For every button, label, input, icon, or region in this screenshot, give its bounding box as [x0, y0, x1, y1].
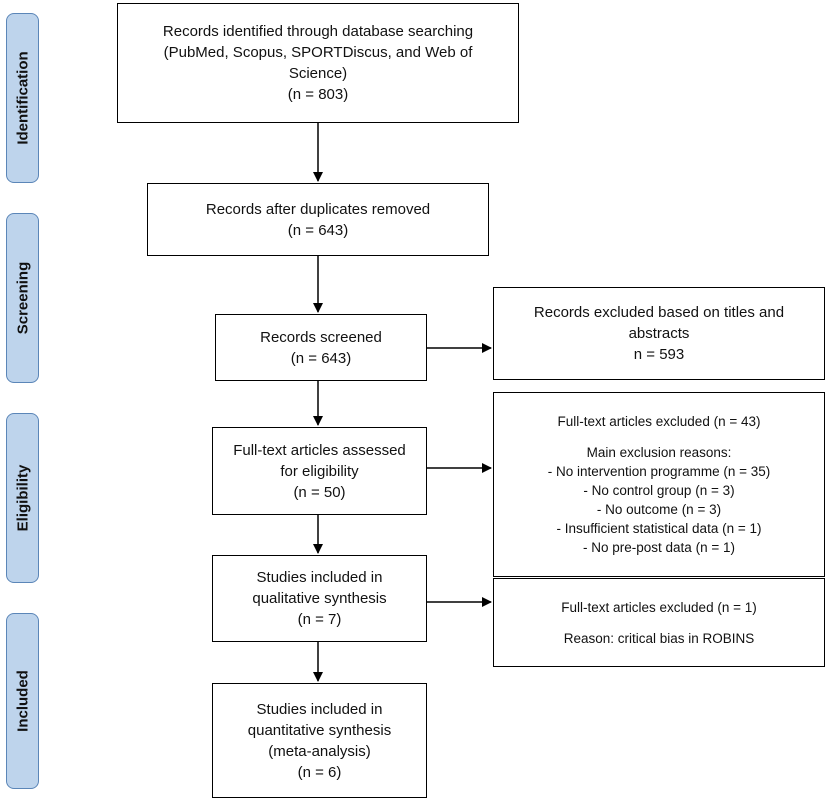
exclusion-reason-item: - No intervention programme (n = 35) — [547, 464, 771, 479]
excluded-titles-line-2: abstracts — [628, 325, 690, 342]
fulltext-excluded-header: Full-text articles excluded (n = 43) — [557, 414, 761, 429]
duplicates-removed-count: (n = 643) — [287, 221, 349, 239]
box-records-excluded-titles: Records excluded based on titles and abs… — [493, 287, 825, 380]
phase-screening: Screening — [6, 213, 39, 383]
fulltext-assessed-count: (n = 50) — [293, 483, 346, 501]
fulltext-assessed-line-1: Full-text articles assessed — [233, 441, 406, 459]
records-identified-line-2: (PubMed, Scopus, SPORTDiscus, and Web of — [163, 44, 473, 61]
box-fulltext-assessed: Full-text articles assessed for eligibil… — [212, 427, 427, 515]
quantitative-line-3: (meta-analysis) — [268, 742, 371, 760]
exclusion-reason-item: - No pre-post data (n = 1) — [583, 540, 735, 555]
quantitative-count: (n = 6) — [297, 763, 342, 781]
box-fulltext-excluded: Full-text articles excluded (n = 43) Mai… — [493, 392, 825, 577]
box-records-screened: Records screened (n = 643) — [215, 314, 427, 381]
phase-included: Included — [6, 613, 39, 789]
records-screened-count: (n = 643) — [290, 349, 352, 367]
duplicates-removed-label: Records after duplicates removed — [205, 200, 431, 218]
records-identified-line-3: Science) — [288, 65, 348, 82]
box-quantitative-synthesis: Studies included in quantitative synthes… — [212, 683, 427, 798]
records-identified-line-1: Records identified through database sear… — [162, 23, 474, 40]
qualitative-count: (n = 7) — [297, 611, 342, 628]
bias-excluded-header: Full-text articles excluded (n = 1) — [561, 599, 757, 615]
exclusion-reasons-heading: Main exclusion reasons: — [586, 445, 732, 460]
records-screened-label: Records screened — [260, 328, 382, 346]
exclusion-reason-item: - Insufficient statistical data (n = 1) — [556, 521, 762, 536]
box-fulltext-excluded-bias: Full-text articles excluded (n = 1) Reas… — [493, 578, 825, 667]
quantitative-line-2: quantitative synthesis — [247, 721, 392, 739]
qualitative-line-2: qualitative synthesis — [252, 590, 387, 607]
box-records-identified: Records identified through database sear… — [117, 3, 519, 123]
exclusion-reason-item: - No outcome (n = 3) — [596, 502, 722, 517]
phase-eligibility: Eligibility — [6, 413, 39, 583]
fulltext-assessed-line-2: for eligibility — [280, 462, 359, 480]
exclusion-reason-item: - No control group (n = 3) — [583, 483, 735, 498]
excluded-titles-line-1: Records excluded based on titles and — [533, 304, 785, 321]
phase-identification: Identification — [6, 13, 39, 183]
box-duplicates-removed: Records after duplicates removed (n = 64… — [147, 183, 489, 256]
qualitative-line-1: Studies included in — [256, 569, 383, 586]
box-qualitative-synthesis: Studies included in qualitative synthesi… — [212, 555, 427, 642]
quantitative-line-1: Studies included in — [256, 700, 383, 718]
excluded-titles-count: n = 593 — [633, 346, 685, 363]
records-identified-count: (n = 803) — [287, 86, 349, 103]
bias-excluded-reason: Reason: critical bias in ROBINS — [563, 630, 755, 646]
